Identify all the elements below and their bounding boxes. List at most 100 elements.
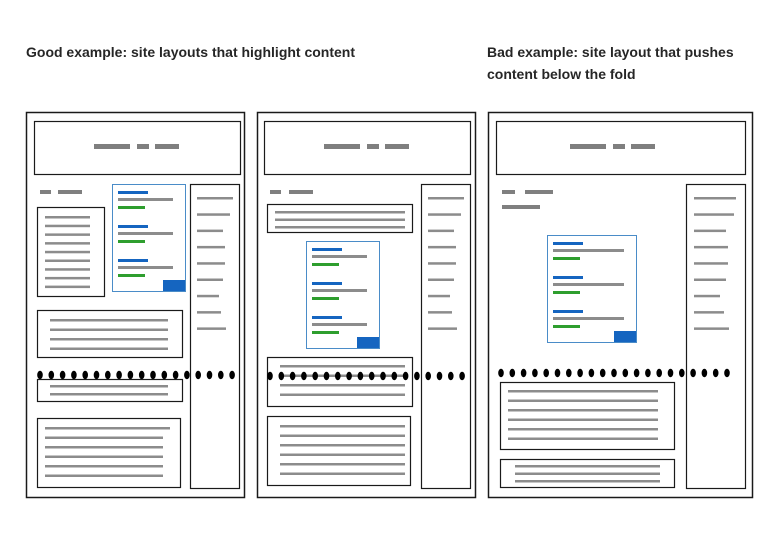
fold-line-dot	[380, 371, 386, 381]
ad-unit-box	[547, 235, 637, 343]
content-text-line	[45, 250, 90, 254]
breadcrumb-bar	[58, 190, 82, 194]
fold-line-dot	[566, 368, 572, 378]
sidebar-text-line	[694, 327, 729, 330]
content-box	[499, 381, 676, 451]
sidebar-text-line	[197, 278, 223, 281]
fold-line-dot	[206, 370, 213, 380]
sidebar-text-line	[197, 311, 221, 314]
breadcrumb-bar	[289, 190, 313, 194]
fold-line-dot	[161, 370, 168, 380]
ad-text-line	[118, 266, 173, 269]
title-placeholder-bar	[137, 144, 149, 149]
ad-text-line	[118, 198, 173, 201]
content-box	[266, 415, 412, 487]
fold-line-dot	[459, 371, 465, 381]
content-text-line	[45, 465, 163, 468]
fold-line-dot	[532, 368, 538, 378]
fold-line-dot	[335, 371, 341, 381]
fold-line-dot	[448, 371, 454, 381]
content-text-line	[45, 242, 90, 245]
ad-url-line	[312, 331, 339, 334]
sidebar-text-line	[197, 213, 230, 216]
content-text-line	[280, 463, 405, 466]
fold-line-dot	[667, 368, 674, 378]
fold-line-dot	[37, 370, 43, 380]
fold-line-dot	[218, 370, 224, 380]
fold-line-dot	[312, 371, 319, 381]
ad-headline-line	[118, 259, 148, 262]
fold-line-dot	[690, 368, 696, 378]
fold-line-dot	[59, 370, 66, 380]
fold-line-dot	[498, 368, 504, 378]
content-text-line	[50, 393, 168, 396]
ad-url-line	[118, 274, 145, 277]
content-box	[266, 203, 414, 234]
title-placeholder-bar	[94, 144, 130, 149]
fold-line-dot	[93, 370, 100, 380]
fold-line-dot	[48, 370, 55, 380]
sidebar-text-line	[428, 311, 452, 314]
ad-headline-line	[553, 242, 583, 245]
page-frame	[25, 111, 246, 499]
sidebar-text-line	[428, 229, 454, 233]
breadcrumb-bar	[525, 190, 553, 194]
content-text-line	[508, 418, 658, 421]
sidebar-text-line	[694, 229, 726, 233]
sidebar-text-line	[694, 262, 728, 265]
sidebar-text-line	[428, 294, 450, 298]
ad-url-line	[553, 257, 580, 260]
content-box	[36, 206, 106, 298]
bad-example-caption: Bad example: site layout that pushes con…	[487, 44, 734, 82]
sidebar-text-line	[197, 294, 219, 298]
fold-line-dot	[656, 368, 662, 378]
fold-line-dot	[622, 368, 629, 378]
content-text-line	[508, 428, 658, 431]
fold-line-dot	[543, 368, 549, 378]
content-box	[36, 309, 184, 359]
sidebar-text-line	[428, 245, 456, 249]
fold-line-dot	[267, 371, 273, 381]
ad-headline-line	[118, 191, 148, 194]
fold-line-dot	[71, 370, 77, 380]
fold-line-dot	[554, 368, 561, 378]
fold-line-dot	[368, 371, 375, 381]
fold-line-dot	[520, 368, 527, 378]
content-text-line	[280, 374, 405, 377]
content-text-line	[45, 216, 90, 219]
ad-url-line	[312, 297, 339, 300]
ad-text-line	[312, 255, 367, 258]
content-text-line	[508, 437, 658, 440]
fold-line-dot	[724, 368, 730, 378]
content-box	[36, 417, 182, 489]
ad-choices-badge	[163, 280, 185, 291]
ad-headline-line	[118, 225, 148, 228]
fold-line-dot	[599, 368, 606, 378]
fold-line-dot	[611, 368, 617, 378]
fold-line-dot	[301, 371, 307, 381]
content-box	[36, 378, 184, 403]
fold-line-dot	[645, 368, 651, 378]
breadcrumb-bar	[40, 190, 51, 194]
content-box	[499, 458, 676, 489]
sidebar-text-line	[428, 262, 456, 265]
fold-line-dot	[402, 371, 409, 381]
fold-line-dot	[138, 370, 145, 380]
fold-line-dot	[278, 371, 285, 381]
sidebar-text-line	[694, 197, 736, 200]
fold-line-dot	[712, 368, 719, 378]
mockup-bad	[487, 111, 754, 499]
content-text-line	[45, 427, 170, 430]
sidebar-box	[420, 183, 472, 490]
sidebar-text-line	[694, 213, 734, 216]
fold-line-dot	[414, 371, 420, 381]
fold-line-dot	[436, 371, 443, 381]
content-text-line	[45, 474, 163, 477]
title-placeholder-bar	[324, 144, 360, 149]
ad-text-line	[312, 289, 367, 292]
sidebar-text-line	[694, 294, 720, 298]
content-text-line	[275, 218, 405, 221]
content-text-line	[50, 385, 168, 388]
title-placeholder-bar	[385, 144, 409, 149]
